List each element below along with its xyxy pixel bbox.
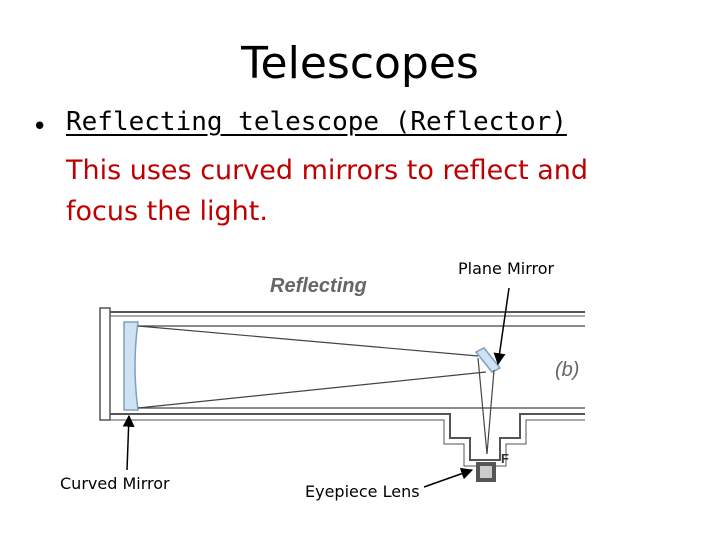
- bullet-heading: Reflecting telescope (Reflector): [66, 107, 567, 137]
- focus-ray-left: [477, 357, 488, 455]
- bullet-body-line-2: focus the light.: [66, 196, 268, 227]
- plane-mirror-pointer: [493, 287, 510, 366]
- eyepiece-pointer: [423, 467, 474, 488]
- bullet-body-line-1: This uses curved mirrors to reflect and: [66, 155, 589, 186]
- focus-tag: F: [501, 451, 509, 466]
- eyepiece-lens-label: Eyepiece Lens: [305, 482, 420, 501]
- plane-mirror-shape: [474, 347, 502, 373]
- plane-mirror-label: Plane Mirror: [458, 259, 555, 278]
- reflected-ray-bottom: [137, 371, 487, 409]
- diagram-heading: Reflecting: [270, 275, 367, 297]
- curved-mirror-label: Curved Mirror: [60, 474, 170, 493]
- curved-mirror-shape: [123, 321, 139, 411]
- slide-title: Telescopes: [241, 38, 479, 89]
- panel-tag: (b): [555, 359, 579, 381]
- tube-bottom-wall: [110, 413, 585, 461]
- bullet-symbol: •: [32, 112, 48, 142]
- tube-end-cap: [99, 307, 111, 421]
- reflected-ray-top: [137, 325, 479, 357]
- tube-bottom-wall-inner: [110, 419, 585, 467]
- curved-mirror-pointer: [122, 414, 135, 471]
- focus-ray-right: [486, 369, 495, 455]
- bullet-body: This uses curved mirrors to reflect and …: [66, 150, 706, 232]
- eyepiece-glass: [480, 466, 492, 478]
